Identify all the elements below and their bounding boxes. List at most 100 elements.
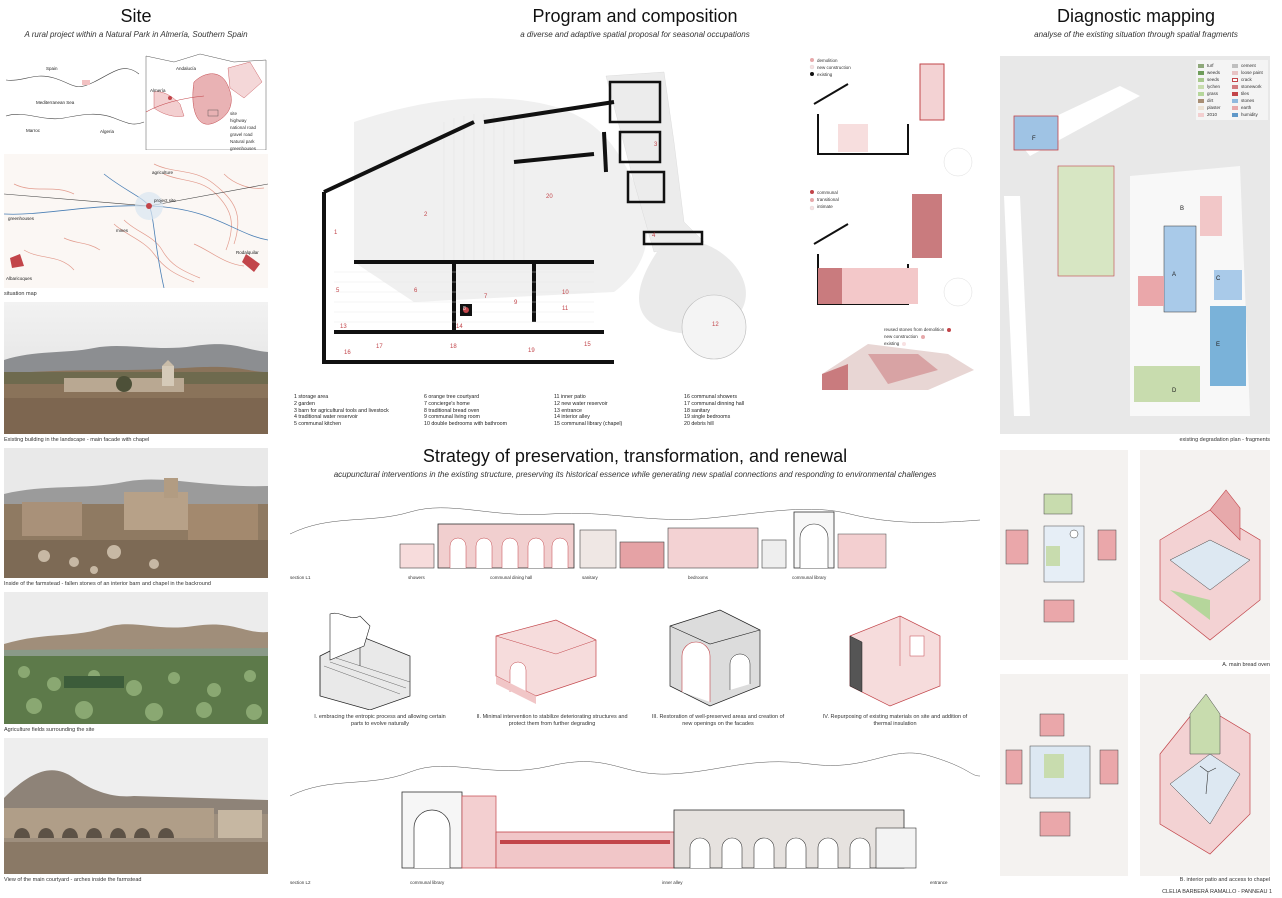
legend-plaster: plaster [1198,104,1232,111]
section-l2-library: communal library [410,880,445,885]
legend-dirt: dirt [1198,97,1232,104]
program-legend-item: 10 double bedrooms with bathroom [424,421,508,428]
legend-turf: turf [1198,62,1232,69]
program-legend-item: 6 orange tree courtyard [424,394,480,400]
legend-2010: 2010 [1198,111,1232,118]
map1-legend-item: Natural park [230,139,255,144]
section-l2: section L2 communal library inner alley … [290,736,980,885]
strategy-header: Strategy of preservation, transformation… [290,446,980,479]
caption-fragment-b: B. interior patio and access to chapel [1179,877,1270,883]
legend-loose-paint: loose paint [1232,69,1266,76]
program-legend-item: 16 communal showers [684,394,737,400]
legend-communal: communal [817,190,838,195]
caption-farmstead-interior: Inside of the farmstead - fallen stones … [4,581,211,587]
plan-num-7: 7 [484,294,488,300]
legend-humidity: humidity [1232,111,1266,118]
legend-top: demolition new construction existing [817,57,851,78]
section-l1-dining: communal dining hall [490,575,533,580]
program-legend-item: 20 debris hill [684,421,714,428]
program-legend-item: 13 entrance [554,407,582,414]
intervention-stages [310,606,970,710]
map1-legend: site highway national road gravel road N… [230,110,268,152]
legend-existing: existing [817,72,833,77]
legend-existing-b: existing [884,340,951,347]
situation-map: agriculture project site greenhouses min… [4,154,268,288]
caption-main-courtyard: View of the main courtyard - arches insi… [4,877,142,883]
legend-mid: communal transitional intimate [817,189,839,210]
section-l2-entrance: entrance [930,880,948,885]
legend-crack: crack [1232,76,1266,83]
map1-legend-item: greenhouses [230,146,257,151]
map1-legend-item: national road [230,125,257,130]
label-rodalquilar: Rodalquilar [236,250,259,255]
program-legend-item: 2 garden [294,400,315,407]
program-legend-item: 8 traditional bread oven [424,407,480,414]
stage-3-caption: III. Restoration of well-preserved areas… [651,714,785,727]
label-algeria: Algeria [100,129,115,134]
label-marroc: Marroc [26,128,41,133]
legend-transitional: transitional [817,197,839,202]
legend-earth: earth [1232,104,1266,111]
section-l1-label: section L1 [290,575,311,580]
plan-num-12: 12 [712,322,719,328]
legend-reused-stones: reused stones from demolition [884,326,952,333]
site-plan: 1 2 3 4 5 6 7 8 9 10 11 12 13 14 15 16 1… [294,62,784,392]
section-l1-bedrooms: bedrooms [688,575,709,580]
plan-num-19: 19 [528,348,535,354]
plan-num-1: 1 [334,230,338,236]
fragment-b-axo [1140,674,1270,876]
fragment-c: C [1216,276,1221,282]
legend-seeds: seeds [1198,76,1232,83]
map1-legend-item: site [230,111,238,116]
plan-num-17: 17 [376,344,383,350]
fragment-a-axo [1140,450,1270,660]
program-legend-item: 19 single bedrooms [684,414,731,421]
degradation-plan: turf cement weeds loose paint seeds crac… [1000,56,1270,434]
location-map: Spain Mediterranean Sea Marroc Algeria A… [4,52,268,152]
photo-main-courtyard [4,738,268,874]
stage-3-drawing [669,609,761,707]
section-l2-label: section L2 [290,880,311,885]
legend-demolition: demolition [817,58,838,63]
legend-intimate: intimate [817,204,833,209]
legend-bottom: reused stones from demolition new constr… [884,326,952,347]
plan-num-4: 4 [652,233,656,239]
fragment-b: B [1180,206,1185,212]
program-title: Program and composition [532,6,738,26]
plan-num-15: 15 [584,342,591,348]
site-column: Site A rural project within a Natural Pa… [0,0,272,39]
label-spain: Spain [46,66,58,71]
photo-main-facade [4,302,268,434]
program-subtitle: a diverse and adaptive spatial proposal … [520,30,750,39]
legend-new-construction: new construction [817,65,851,70]
plan-num-14: 14 [456,324,463,330]
legend-weeds: weeds [1198,69,1232,76]
section-l1: section L1 showers communal dining hall … [290,494,980,580]
legend-new-construction-b: new construction [884,333,951,340]
plan-num-10: 10 [562,290,569,296]
fragment-a: A [1172,272,1177,278]
stage-4-caption: IV. Repurposing of existing materials on… [822,714,968,727]
map1-legend-item: highway [230,118,247,123]
fragment-a-plan [1000,450,1128,660]
plan-num-20: 20 [546,194,553,200]
diagnostic-subtitle: analyse of the existing situation throug… [1034,30,1238,39]
program-legend-item: 9 communal living room [424,414,480,421]
caption-degradation-plan: existing degradation plan - fragments [1179,437,1271,443]
phasing-diagrams: demolition new construction existing com… [808,54,978,390]
label-mines: mines [116,228,129,233]
stage-4-drawing [849,615,941,707]
plan-num-13: 13 [340,324,347,330]
section-l1-sanitary: sanitary [582,575,598,580]
strategy-subtitle: acupunctural interventions in the existi… [333,470,937,479]
site-title: Site [120,6,152,26]
stage-1-drawing [319,612,411,710]
label-sea: Mediterranean Sea [36,100,75,105]
program-legend: 1 storage area 6 orange tree courtyard 1… [294,394,814,428]
photo-farmstead-interior [4,448,268,578]
label-almeria: Almería [150,88,166,93]
section-l1-library: communal library [792,575,827,580]
plan-num-6: 6 [414,288,418,294]
stage-2-caption: II. Minimal intervention to stabilize de… [476,714,628,727]
program-legend-item: 14 interior alley [554,414,590,421]
